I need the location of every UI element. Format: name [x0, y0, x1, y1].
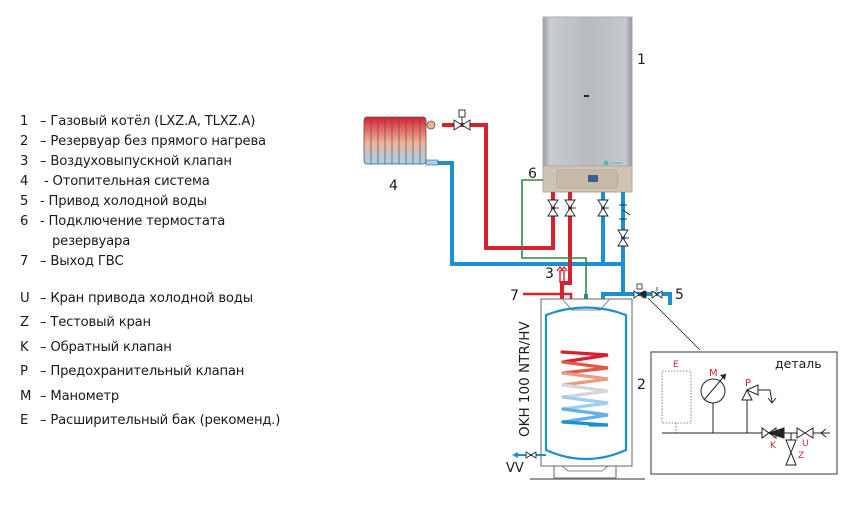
detail-label-u: U [802, 439, 809, 449]
legend-item: K – Обратный клапан [20, 336, 280, 360]
legend-key: 7 [20, 254, 29, 269]
legend-text: – Расширительный бак (рекоменд.) [40, 413, 281, 429]
label-drain: VV [506, 461, 524, 476]
drain-valve [512, 451, 546, 459]
legend-item: 2 – Резервуар без прямого нагрева [20, 132, 266, 152]
legend-text: – Воздуховыпускной клапан [40, 154, 232, 169]
legend-item: 7 – Выход ГВС [20, 252, 266, 272]
label-dhw-out: 7 [510, 288, 519, 304]
valve-icon [617, 229, 629, 247]
legend-text: - Привод холодной воды [40, 194, 207, 209]
legend-item: M – Манометр [20, 385, 280, 409]
fill-valve-icon [619, 204, 631, 220]
detail-leader-line [647, 297, 701, 351]
heating-flow-pipe [442, 123, 555, 250]
heat-exchanger-coil [560, 350, 609, 427]
legend-item: 1 – Газовый котёл (LXZ.A, TLXZ.A) [20, 112, 266, 132]
legend-text: – Манометр [40, 388, 120, 404]
legend-text: – Выход ГВС [40, 254, 124, 269]
legend-key: K [20, 339, 29, 355]
detail-label-k: K [770, 441, 777, 451]
expansion-tank-icon [661, 370, 692, 424]
legend-key: 4 [20, 174, 29, 189]
detail-label-e: E [673, 360, 679, 370]
inlet-arrow-icon [820, 428, 827, 438]
label-boiler: 1 [637, 52, 646, 68]
legend-key: E [20, 413, 29, 429]
legend-text: резервуара [52, 234, 131, 249]
label-heating: 4 [389, 178, 398, 194]
legend-text: – Обратный клапан [40, 339, 172, 355]
valve-icon [547, 199, 559, 217]
legend-key: 2 [20, 134, 29, 149]
thermostat-wire [521, 179, 587, 372]
legend-key: 5 [20, 194, 29, 209]
label-cold-supply: 5 [675, 287, 684, 303]
legend-key: Z [20, 315, 29, 331]
legend-text: - Подключение термостата [40, 214, 226, 229]
legend-key: U [20, 291, 30, 306]
boiler-valves [547, 199, 631, 247]
test-valve-z-icon [785, 439, 797, 466]
legend-key: 6 [20, 214, 29, 229]
legend-key: P [20, 364, 28, 380]
legend-item: 3 – Воздуховыпускной клапан [20, 152, 266, 172]
boiler-display [588, 175, 598, 182]
boiler-slot [584, 95, 589, 97]
legend-text: – Предохранительный клапан [40, 364, 245, 380]
label-tank: 2 [637, 377, 646, 393]
detail-label-z: Z [798, 451, 804, 461]
radiator [363, 116, 439, 166]
detail-label-m: M [709, 368, 718, 379]
legend-key: 3 [20, 154, 29, 169]
legend-item: 4 - Отопительная система [20, 172, 266, 192]
label-thermostat: 6 [528, 166, 537, 182]
legend-text: - Отопительная система [40, 174, 210, 189]
legend-item: E – Расширительный бак (рекоменд.) [20, 409, 280, 433]
air-vent-icon [556, 265, 568, 283]
tap-valve-u-icon [796, 427, 814, 439]
gas-boiler [542, 16, 633, 193]
valve-icon [597, 199, 609, 217]
legend-numbered: 1 – Газовый котёл (LXZ.A, TLXZ.A) 2 – Резер… [20, 112, 266, 272]
radiator-valve-knob [426, 120, 436, 130]
legend-key: M [20, 388, 32, 404]
legend-item: P – Предохранительный клапан [20, 360, 280, 384]
legend-text: – Кран привода холодной воды [40, 291, 253, 306]
legend-item: U – Кран привода холодной воды [20, 287, 280, 311]
detail-title: деталь [775, 356, 822, 371]
label-air-vent: 3 [545, 266, 554, 282]
valve-icon [564, 199, 576, 217]
heating-return-pipe [432, 161, 624, 266]
radiator-valve-icon [453, 109, 471, 131]
label-tank-model: OKH 100 NTR/HV [517, 321, 533, 437]
legend-item: 5 - Привод холодной воды [20, 192, 266, 212]
cold-inlet-valves [633, 283, 663, 299]
legend-text: – Резервуар без прямого нагрева [40, 134, 266, 149]
boiler-logo-icon [603, 160, 609, 166]
legend-key: 1 [20, 114, 29, 129]
detail-label-p: P [745, 378, 751, 389]
legend-text: – Тестовый кран [40, 315, 151, 331]
legend-item: 6 - Подключение термостата [20, 212, 266, 232]
legend-item: резервуара [20, 232, 266, 252]
legend-item: Z – Тестовый кран [20, 311, 280, 335]
safety-valve-icon [741, 384, 777, 433]
detail-panel [650, 351, 838, 475]
legend-text: – Газовый котёл (LXZ.A, TLXZ.A) [40, 114, 256, 129]
